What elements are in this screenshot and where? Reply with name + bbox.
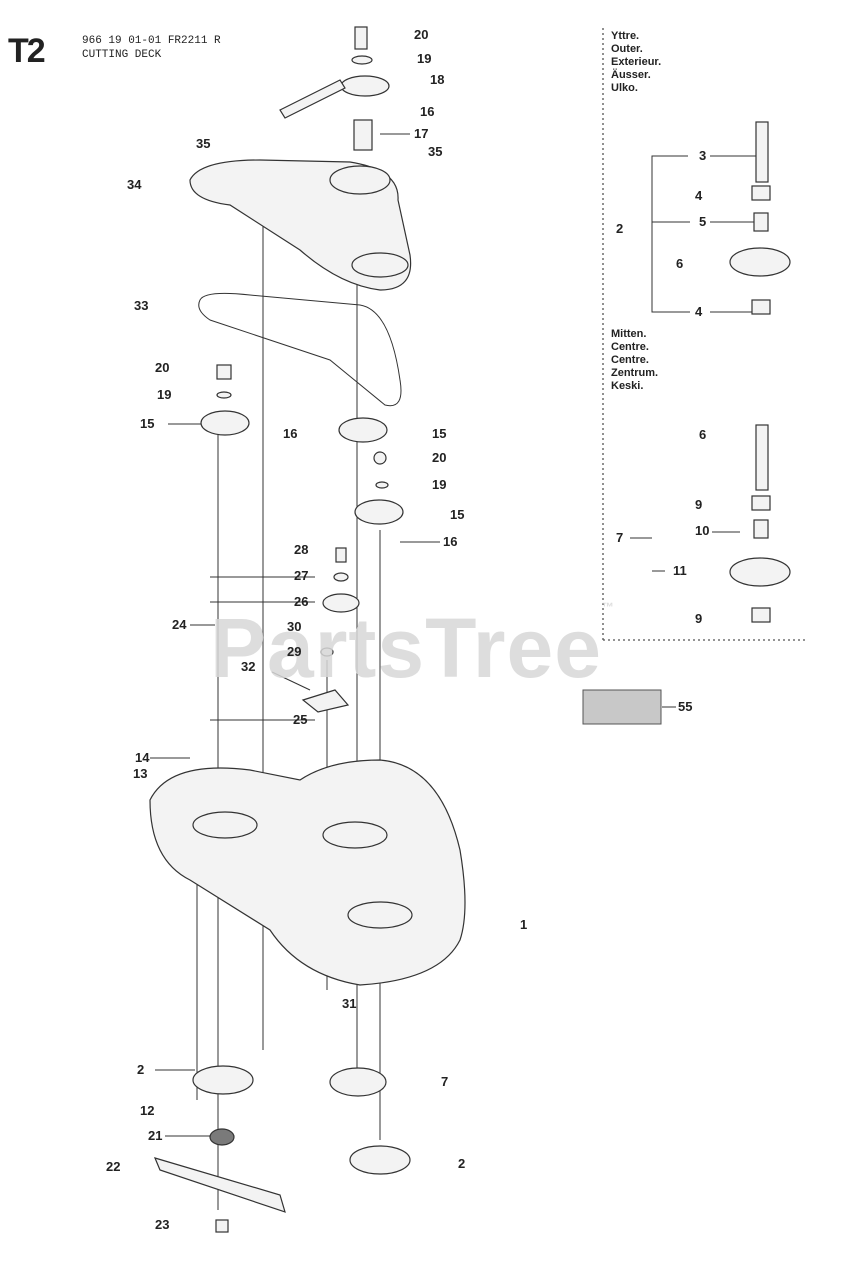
- pulley-26: [322, 593, 360, 613]
- callout-label: 16: [420, 104, 435, 119]
- diagram-code: T2: [8, 32, 46, 70]
- bearing-9: [751, 495, 771, 511]
- pulley-15-b: [354, 499, 404, 525]
- spacer-5: [753, 212, 769, 232]
- callout-label: 7: [441, 1074, 449, 1089]
- spindle-housing-6: [729, 247, 791, 277]
- callout-label: 15: [450, 507, 465, 522]
- section-title: CUTTING DECK: [82, 49, 162, 61]
- callout-label: 19: [157, 387, 172, 402]
- callout-label: 35: [428, 144, 443, 159]
- callout-label: 29: [287, 644, 302, 659]
- pulley-18: [340, 75, 390, 97]
- bearing-4-b: [751, 299, 771, 315]
- callout-label: 28: [294, 542, 309, 557]
- callout-label: 4: [695, 188, 703, 203]
- callout-label: 3: [699, 148, 707, 163]
- blade-22: [153, 1157, 286, 1213]
- spindle-2: [192, 1065, 254, 1095]
- decal-55: [582, 689, 662, 725]
- callout-label: 15: [140, 416, 155, 431]
- callout-label: 16: [443, 534, 458, 549]
- callout-label: 17: [414, 126, 429, 141]
- callout-label: 24: [172, 617, 187, 632]
- spindle-housing-11: [729, 557, 791, 587]
- bearing-9-b: [751, 607, 771, 623]
- callout-label: 16: [283, 426, 298, 441]
- callout-label: 9: [695, 497, 703, 512]
- callout-label: 10: [695, 523, 710, 538]
- callout-label: 7: [616, 530, 624, 545]
- watermark: PartsTree™: [210, 600, 615, 695]
- bearing-4: [751, 185, 771, 201]
- spindle-2-b: [349, 1145, 411, 1175]
- callout-label: 22: [106, 1159, 121, 1174]
- callout-label: 6: [676, 256, 684, 271]
- callout-label: 20: [414, 27, 429, 42]
- spring-32: [271, 671, 311, 691]
- callout-label: 19: [417, 51, 432, 66]
- bearing-21: [209, 1128, 235, 1146]
- shaft-3: [755, 121, 769, 183]
- callout-label: 23: [155, 1217, 170, 1232]
- callout-label: 4: [695, 304, 703, 319]
- bolt-20: [354, 26, 368, 50]
- callout-label: 14: [135, 750, 150, 765]
- callout-label: 5: [699, 214, 707, 229]
- shaft-8: [755, 424, 769, 491]
- callout-label: 27: [294, 568, 309, 583]
- callout-label: 32: [241, 659, 256, 674]
- belt-33: [198, 292, 402, 407]
- callout-label: 55: [678, 699, 693, 714]
- callout-label: 30: [287, 619, 302, 634]
- washer-19: [351, 55, 373, 65]
- tension-arm-25: [301, 689, 350, 713]
- spacer-17: [353, 119, 373, 151]
- callout-label: 20: [432, 450, 447, 465]
- part-number: 966 19 01-01 FR2211 R: [82, 35, 221, 47]
- key-16: [279, 79, 346, 119]
- callout-label: 34: [127, 177, 142, 192]
- callout-label: 19: [432, 477, 447, 492]
- callout-label: 6: [699, 427, 707, 442]
- callout-label: 25: [293, 712, 308, 727]
- callout-label: 15: [432, 426, 447, 441]
- callout-label: 2: [137, 1062, 145, 1077]
- idler-pulley-15: [200, 410, 250, 436]
- callout-label: 20: [155, 360, 170, 375]
- callout-label: 2: [616, 221, 624, 236]
- callout-label: 9: [695, 611, 703, 626]
- callout-label: 18: [430, 72, 445, 87]
- callout-label: 1: [520, 917, 528, 932]
- callout-label: 13: [133, 766, 148, 781]
- callout-label: 35: [196, 136, 211, 151]
- callout-label: 21: [148, 1128, 163, 1143]
- callout-label: 11: [673, 563, 687, 578]
- callout-label: 31: [342, 996, 357, 1011]
- callout-label: 26: [294, 594, 309, 609]
- callout-label: 2: [458, 1156, 466, 1171]
- pulley-15: [338, 417, 388, 443]
- callout-label: 12: [140, 1103, 155, 1118]
- spindle-7: [329, 1067, 387, 1097]
- callout-label: 33: [134, 298, 149, 313]
